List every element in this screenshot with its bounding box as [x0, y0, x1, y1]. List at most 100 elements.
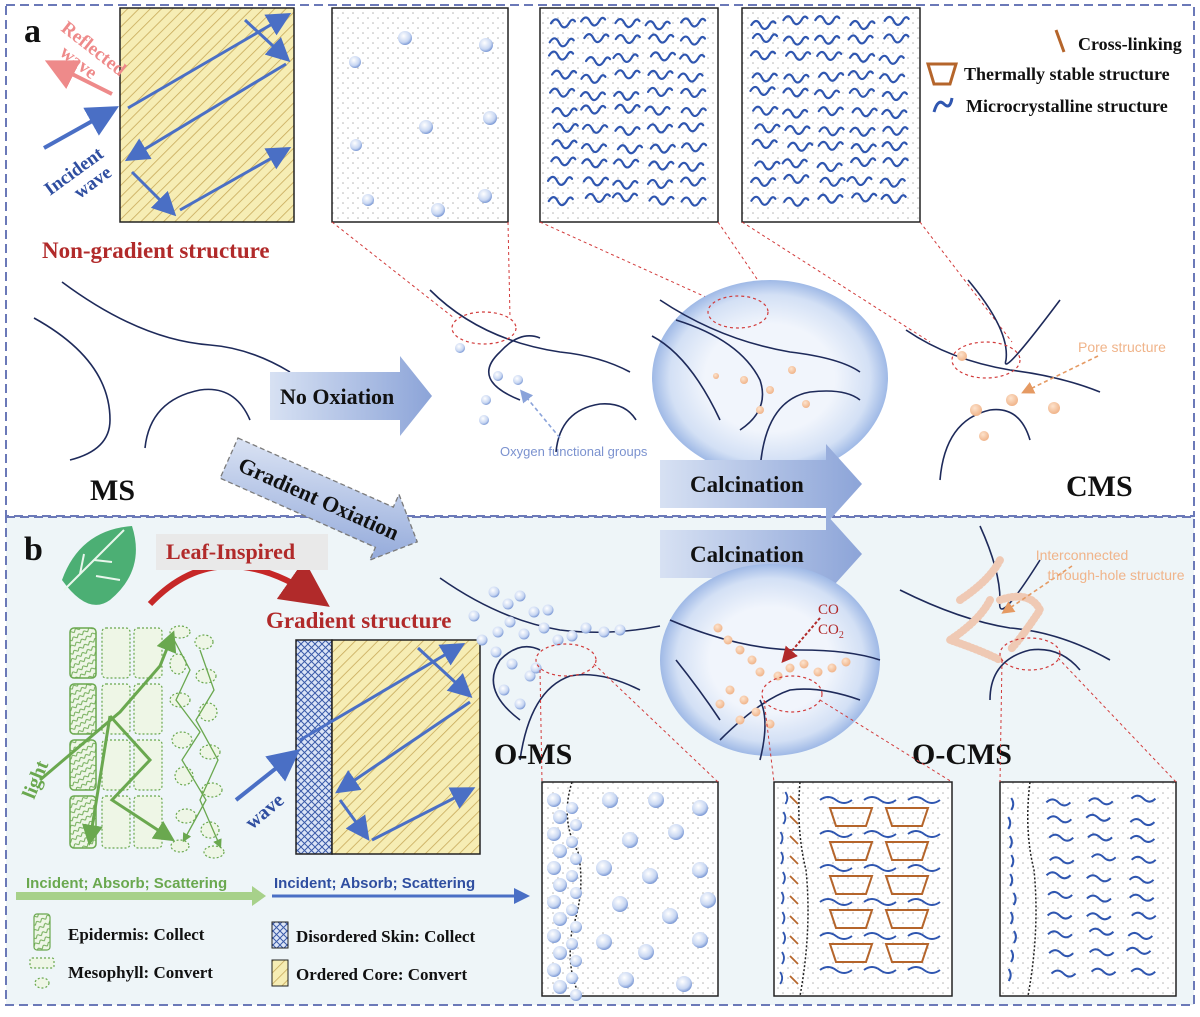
- microcrystalline-squiggle: [883, 33, 910, 44]
- ordered-fiber: [1130, 794, 1157, 803]
- crosslink-zoom-content: [779, 791, 941, 985]
- microcrystalline-squiggle: [754, 123, 781, 134]
- microcrystalline-squiggle: [851, 192, 878, 203]
- microcrystalline-squiggle: [548, 37, 575, 48]
- ordered-fiber: [1088, 927, 1115, 936]
- crosslink-fiber: [863, 898, 897, 906]
- microcrystalline-squiggle: [612, 179, 639, 190]
- cms-pores: [957, 351, 1060, 441]
- microcrystalline-squiggle: [879, 177, 906, 188]
- ocms-zoom-lines: [1007, 794, 1157, 982]
- thermally-stable-unit: [884, 807, 930, 827]
- microcrystalline-squiggle: [882, 125, 909, 136]
- microcrystalline-squiggle: [614, 125, 641, 136]
- oxygen-ball: [476, 634, 488, 646]
- ordered-fiber: [1090, 967, 1117, 976]
- release-bead: [799, 659, 809, 669]
- zoom-oxygen-ball: [618, 972, 634, 988]
- oxygen-groups-balls: [455, 343, 523, 425]
- microcrystalline-squiggle: [750, 176, 777, 187]
- microcrystalline-icon: [932, 97, 954, 113]
- ordered-fiber: [1090, 853, 1117, 862]
- material-process-label: Incident; Absorb; Scattering: [274, 875, 475, 892]
- wave-arrow-b: [234, 749, 301, 802]
- zoom-oxygen-ball: [566, 904, 578, 916]
- release-bead: [751, 707, 761, 717]
- zoom-oxygen-ball: [547, 861, 561, 875]
- ordered-fiber: [1088, 797, 1114, 806]
- thermally-stable-unit: [828, 943, 874, 963]
- cross-linking-icon: [1054, 29, 1066, 53]
- crosslink-fiber: [907, 966, 941, 974]
- microcrystalline-squiggle: [612, 158, 640, 169]
- skin-fiber: [779, 971, 784, 985]
- cross-link: [789, 935, 799, 945]
- microcrystalline-squiggle: [816, 50, 843, 62]
- microcrystalline-squiggle: [549, 18, 577, 29]
- calcination-arrow-a: [660, 444, 862, 524]
- skin-fiber: [780, 891, 785, 905]
- no-oxidation-label: No Oxiation: [280, 384, 394, 409]
- crosslink-fiber: [863, 966, 897, 974]
- cross-link: [789, 795, 799, 805]
- oxygen-pointer: [519, 389, 561, 439]
- zoom-oxygen-ball: [570, 887, 582, 899]
- microcrystalline-squiggle: [679, 53, 706, 64]
- microcrystalline-squiggle: [816, 161, 843, 173]
- release-bead: [785, 663, 795, 673]
- skin-fiber: [781, 951, 785, 965]
- cross-link: [789, 975, 799, 985]
- cross-link: [789, 895, 799, 905]
- skin-fiber: [782, 871, 786, 885]
- crosslink-fiber: [907, 864, 941, 872]
- legend-cross-linking: Cross-linking: [1078, 34, 1182, 54]
- zoom-oxygen-ball: [612, 896, 628, 912]
- leaf-light-paths: [39, 630, 177, 846]
- zoom-oxygen-ball: [547, 895, 561, 909]
- zoom-oxygen-ball: [553, 912, 567, 926]
- ordered-fiber: [1088, 948, 1115, 957]
- ordered-fiber: [1050, 969, 1077, 978]
- zoom-oxygen-ball: [642, 868, 658, 884]
- microcrystalline-squiggle: [814, 34, 841, 45]
- microcrystalline-squiggle: [580, 73, 607, 84]
- skin-fiber: [784, 791, 789, 805]
- ms-fibers: [33, 281, 291, 461]
- leaf-scatter-paths: [171, 635, 222, 849]
- leaf-icon: [62, 526, 136, 605]
- ordered-fiber: [1125, 946, 1152, 955]
- microcrystalline-squiggle: [614, 69, 641, 80]
- oxygen-ball: [498, 684, 510, 696]
- oxygen-ball: [538, 622, 550, 634]
- oxygen-ball: [552, 634, 564, 646]
- calcination-fibers-a: [651, 299, 861, 471]
- microcrystalline-squiggle: [785, 50, 812, 61]
- crosslink-fiber: [819, 932, 853, 940]
- gradient-title: Gradient structure: [266, 608, 451, 633]
- release-bead: [841, 657, 851, 667]
- release-bead: [765, 719, 775, 729]
- oxygen-ball: [542, 604, 554, 616]
- microcrystalline-squiggle: [813, 89, 841, 100]
- microcrystalline-squiggle: [614, 17, 641, 29]
- microcrystalline-squiggle: [680, 142, 708, 153]
- ordered-fiber: [1046, 815, 1073, 824]
- zoom-oxygen-ball: [566, 938, 578, 950]
- skin-fiber: [1009, 873, 1014, 887]
- microcrystalline-squiggle: [648, 195, 675, 206]
- microcrystalline-squiggle: [878, 73, 906, 84]
- microcrystalline-squiggle: [881, 108, 908, 120]
- microcrystalline-squiggle: [749, 85, 776, 97]
- microcrystalline-squiggle: [648, 33, 675, 44]
- microcrystalline-squiggle: [750, 195, 777, 206]
- oxygen-ball: [502, 598, 514, 610]
- no-oxidation-arrow: [270, 356, 432, 436]
- microcrystalline-squiggle: [849, 126, 876, 137]
- microcrystalline-squiggle: [644, 105, 671, 116]
- ocms-label: O-CMS: [912, 738, 1012, 771]
- non-gradient-title: Non-gradient structure: [42, 238, 270, 263]
- co-pointer: [781, 617, 821, 664]
- zoom-oxygen-ball: [566, 870, 578, 882]
- release-bead: [715, 699, 725, 709]
